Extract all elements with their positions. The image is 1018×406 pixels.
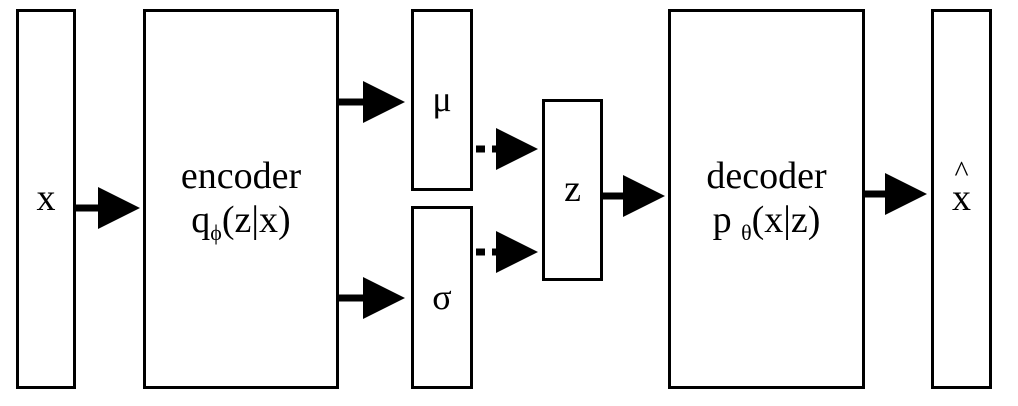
decoder-func-subscript: θ — [741, 220, 752, 245]
node-sigma-label: σ — [432, 276, 452, 317]
node-xhat: ^x — [931, 9, 992, 389]
decoder-function: p θ(x|z) — [712, 199, 821, 245]
encoder-function: qϕ(z|x) — [191, 199, 291, 245]
node-encoder: encoder qϕ(z|x) — [143, 9, 339, 389]
node-z-label: z — [564, 168, 581, 211]
decoder-func-name: p — [712, 199, 732, 241]
encoder-func-name: q — [191, 199, 211, 241]
node-xhat-symbol: ^x — [952, 155, 971, 221]
node-xhat-label: x — [952, 177, 971, 220]
decoder-title: decoder — [706, 155, 827, 198]
node-sigma: σ — [411, 206, 473, 389]
node-mu-label: μ — [432, 79, 452, 120]
encoder-func-subscript: ϕ — [210, 220, 222, 245]
node-z: z — [542, 99, 603, 281]
node-x: x — [16, 9, 76, 389]
node-x-label: x — [36, 177, 56, 220]
node-mu: μ — [411, 9, 473, 191]
hat-accent: ^ — [954, 155, 969, 189]
encoder-title: encoder — [180, 155, 302, 198]
encoder-func-args: (z|x) — [221, 199, 291, 241]
node-decoder: decoder p θ(x|z) — [668, 9, 865, 389]
decoder-func-args: (x|z) — [751, 199, 821, 241]
